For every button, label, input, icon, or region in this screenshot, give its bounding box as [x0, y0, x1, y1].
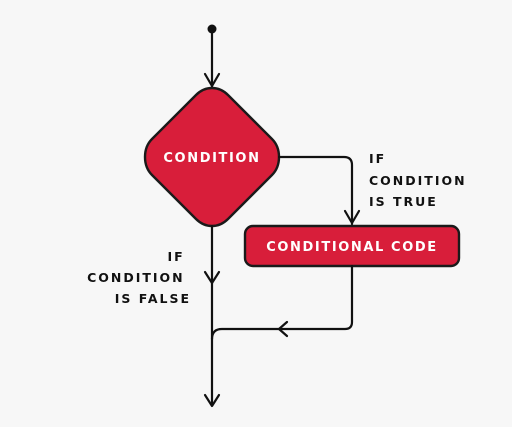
arrowhead-into-decision — [203, 72, 221, 88]
decision-label: CONDITION — [163, 151, 260, 166]
true-note-line-2: CONDITION — [369, 173, 467, 188]
arrowhead-return — [277, 320, 289, 338]
true-note-line-1: IF — [369, 151, 386, 166]
process-label: CONDITIONAL CODE — [266, 240, 437, 255]
false-branch-note: IF CONDITION IS FALSE — [87, 249, 191, 306]
false-note-line-2: CONDITION — [87, 270, 185, 285]
false-note-line-3: IS FALSE — [115, 291, 191, 306]
connector-process-return — [210, 264, 354, 341]
arrowhead-exit — [203, 393, 221, 408]
true-note-line-3: IS TRUE — [369, 194, 438, 209]
arrowhead-false-branch — [203, 270, 221, 285]
arrowhead-into-process — [343, 209, 361, 225]
false-note-line-1: IF — [167, 249, 184, 264]
connector-true-branch — [277, 155, 354, 226]
true-branch-note: IF CONDITION IS TRUE — [369, 151, 473, 209]
